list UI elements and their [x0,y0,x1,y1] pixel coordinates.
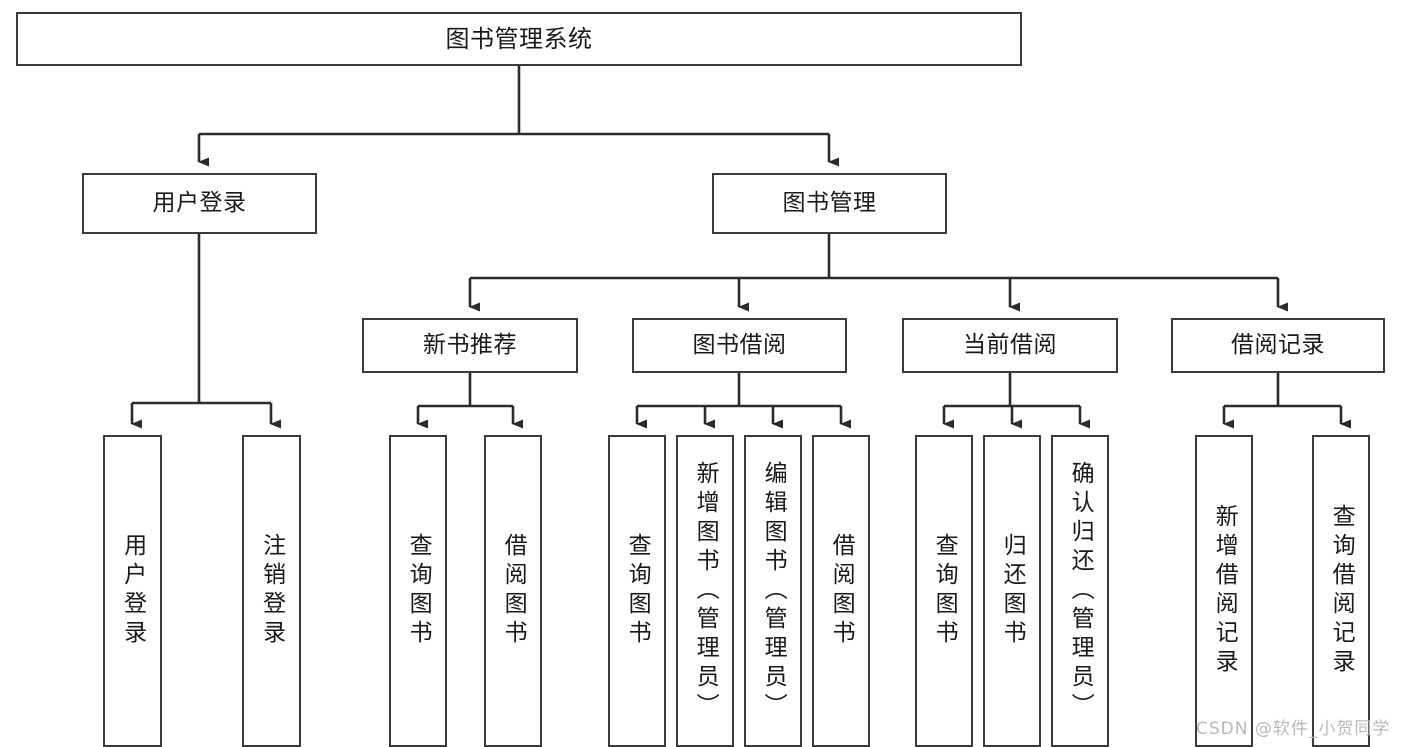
leaf-node-label: 查询图书 [405,533,432,649]
leaf-node-label: 用户登录 [119,533,146,649]
leaf-node-label: 查询图书 [624,533,651,649]
level3-node-label: 借阅记录 [1231,331,1325,358]
leaf-node-12[interactable]: 查询借阅记录 [1312,435,1370,747]
level3-node-2[interactable]: 当前借阅 [902,318,1118,373]
leaf-node-4[interactable]: 查询图书 [608,435,666,747]
leaf-node-label: 注销登录 [258,533,285,649]
leaf-node-10[interactable]: 确认归还（管理员） [1051,435,1109,747]
level3-node-label: 新书推荐 [423,331,517,358]
leaf-node-label: 借阅图书 [828,533,855,649]
leaf-node-label: 查询借阅记录 [1328,504,1355,678]
level3-node-label: 当前借阅 [963,331,1057,358]
csdn-watermark: CSDN @软件_小贺同学 [1196,719,1391,739]
leaf-node-label: 归还图书 [999,533,1026,649]
level2-node-label: 用户登录 [152,189,247,216]
root-node-0[interactable]: 图书管理系统 [16,12,1022,66]
leaf-node-1[interactable]: 注销登录 [242,435,301,747]
level3-node-3[interactable]: 借阅记录 [1171,318,1385,373]
level3-node-0[interactable]: 新书推荐 [362,318,578,373]
leaf-node-label: 查询图书 [931,533,958,649]
leaf-node-label: 借阅图书 [500,533,527,649]
leaf-node-6[interactable]: 编辑图书（管理员） [744,435,802,747]
leaf-node-label: 新增图书（管理员） [692,460,719,722]
leaf-node-label: 确认归还（管理员） [1067,460,1094,722]
level3-node-label: 图书借阅 [692,331,787,358]
leaf-node-5[interactable]: 新增图书（管理员） [676,435,734,747]
leaf-node-11[interactable]: 新增借阅记录 [1195,435,1253,747]
leaf-node-0[interactable]: 用户登录 [103,435,162,747]
leaf-node-9[interactable]: 归还图书 [983,435,1041,747]
level2-node-0[interactable]: 用户登录 [82,173,317,234]
leaf-node-label: 编辑图书（管理员） [760,460,787,722]
leaf-node-3[interactable]: 借阅图书 [484,435,542,747]
leaf-node-7[interactable]: 借阅图书 [812,435,870,747]
leaf-node-8[interactable]: 查询图书 [915,435,973,747]
level2-node-1[interactable]: 图书管理 [712,173,947,234]
level3-node-1[interactable]: 图书借阅 [632,318,847,373]
leaf-node-2[interactable]: 查询图书 [389,435,447,747]
leaf-node-label: 新增借阅记录 [1211,504,1238,678]
root-node-label: 图书管理系统 [445,24,593,53]
level2-node-label: 图书管理 [782,189,877,216]
